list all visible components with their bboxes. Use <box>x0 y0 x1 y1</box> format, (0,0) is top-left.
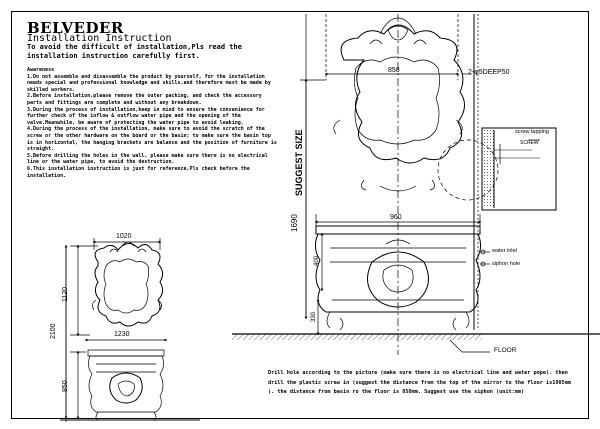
subtitle: Installation Instruction <box>27 33 172 44</box>
brand-title: BELVEDER <box>27 19 124 37</box>
dim-basin-height: 400 <box>314 255 320 266</box>
note-item: 3.During the process of installation,kee… <box>27 106 265 126</box>
intro-text: To avoid the difficult of installation,P… <box>27 43 242 60</box>
drill-note: Drill hole according to the picture (mak… <box>268 370 571 395</box>
dim-mirror-width-right: 858 <box>388 67 400 74</box>
dim-cabinet-height-left: 850 <box>62 380 69 392</box>
siphon-hole-label: siphon hole <box>492 261 521 267</box>
dim-mirror-width-left: 1020 <box>116 233 132 240</box>
note-item: 2.Before installation,please remove the … <box>27 93 262 106</box>
dim-total-height-left: 2100 <box>50 323 57 339</box>
suggest-size-label: SUGGEST SIZE <box>294 129 304 196</box>
screw-label: SCREW <box>520 140 539 146</box>
water-inlet-label: water inlet <box>492 248 518 254</box>
dim-mirror-height-left: 1120 <box>62 286 69 302</box>
dim-floor-gap: 330 <box>311 311 317 322</box>
bracket-label: 2-φ5DEEP50 <box>468 69 510 76</box>
note-item: 4.During the process of the installation… <box>27 126 277 153</box>
right-elevation-drawing <box>232 14 600 355</box>
dim-vertical-1690: 1690 <box>290 214 299 232</box>
floor-label: FLOOR <box>494 347 517 354</box>
dim-top-width-right: 960 <box>390 214 402 221</box>
left-elevation-drawing <box>60 238 200 422</box>
note-item: 6.This installation instruction is just … <box>27 165 250 179</box>
awareness-notes: Awareness 1.Do not assemble and disassem… <box>27 67 277 179</box>
note-item: 5.Before drilling the holes in the wall,… <box>27 152 268 166</box>
note-item: 1.Do not assemble and disassemble the pr… <box>27 73 271 93</box>
screw-tapping-label: screw tapping <box>515 129 549 135</box>
sheet-border <box>11 11 589 419</box>
dim-cabinet-width-left: 1230 <box>114 331 130 338</box>
notes-heading: Awareness <box>27 67 55 73</box>
